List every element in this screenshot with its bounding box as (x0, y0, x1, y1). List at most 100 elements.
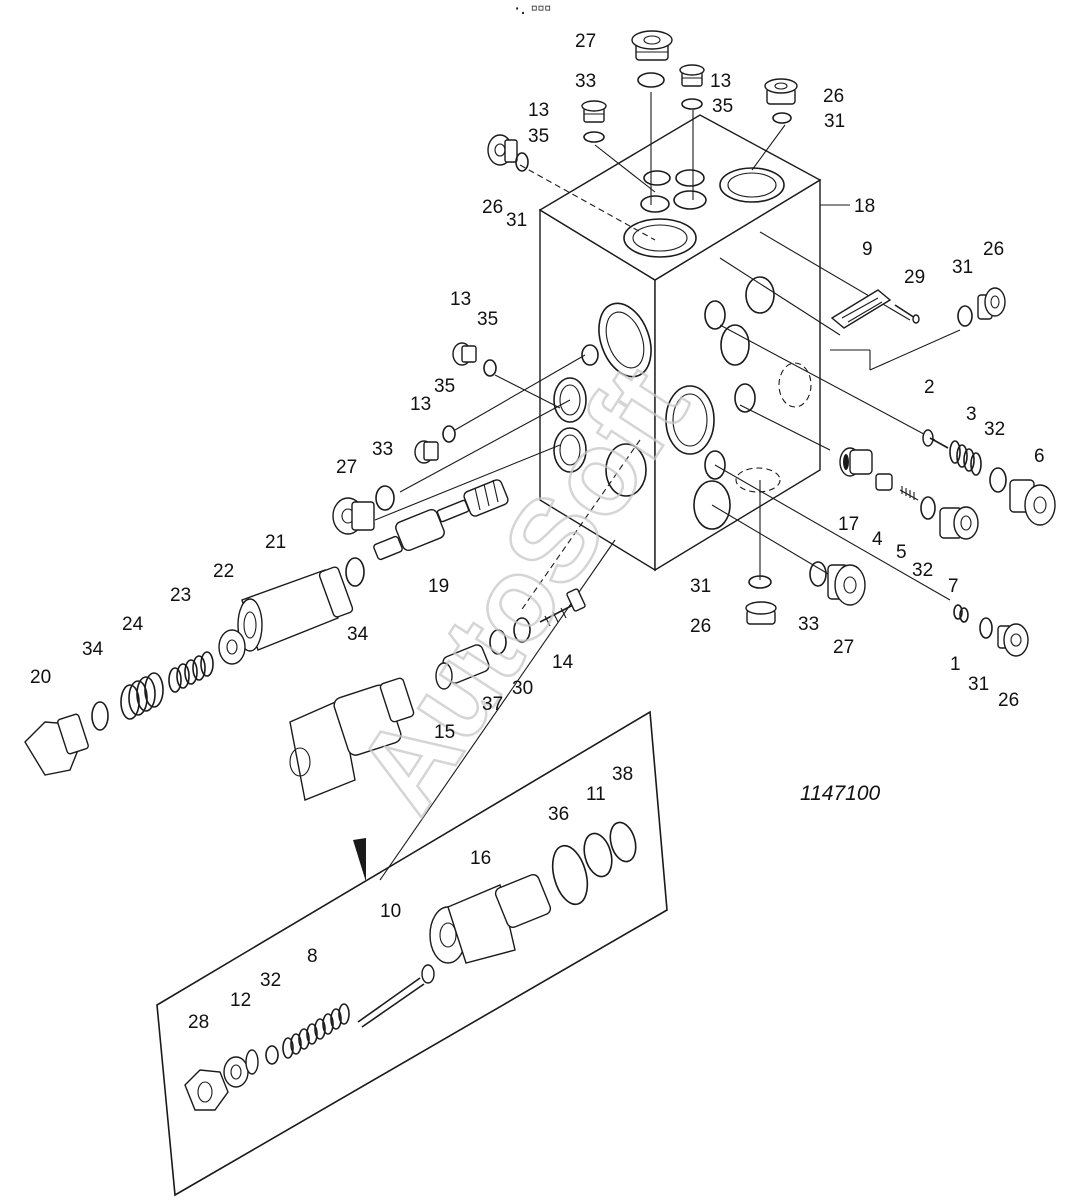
poppet-10 (357, 964, 435, 1028)
part-label-9: 9 (862, 239, 873, 260)
o-ring-34-right (345, 557, 365, 587)
o-ring-32-right (989, 467, 1007, 493)
screw-14 (539, 588, 586, 627)
plug-7 (939, 506, 979, 540)
lock-nut-28 (184, 1069, 229, 1111)
plug-26-low-right (997, 623, 1029, 657)
adjusting-screw-12 (223, 1049, 259, 1088)
o-ring-31-top (772, 112, 792, 124)
watermark-text: AutoSoft (331, 345, 713, 835)
o-ring-32-detail (265, 1045, 279, 1065)
zoom-pointer (353, 838, 366, 882)
part-label-34: 34 (347, 624, 369, 645)
part-label-27: 27 (336, 457, 357, 478)
spring-3 (949, 440, 982, 476)
part-label-33: 33 (372, 439, 393, 460)
o-ring-31-low-right (979, 617, 993, 639)
part-label-32: 32 (260, 970, 281, 991)
o-ring-35-mid (483, 359, 497, 377)
part-label-23: 23 (170, 585, 191, 606)
pin-2 (922, 429, 949, 449)
part-label-13: 13 (450, 289, 471, 310)
plug-26-bottom (745, 601, 777, 625)
spring-1 (953, 604, 969, 623)
plug-26-left (487, 134, 518, 166)
part-label-8: 8 (307, 946, 318, 967)
plug-26-top (764, 78, 798, 105)
part-label-1: 1 (950, 654, 961, 675)
part-label-35: 35 (434, 376, 455, 397)
plug-13-low (414, 440, 439, 464)
part-label-37: 37 (482, 694, 503, 715)
plug-13-top (679, 64, 705, 87)
part-label-31: 31 (506, 210, 527, 231)
o-ring-31-bottom (748, 575, 772, 589)
plug-6 (1009, 479, 1056, 526)
corner-mark: ·. ▫▫▫ (514, 0, 551, 19)
o-ring-34-left (91, 701, 109, 731)
seat-22 (218, 629, 246, 665)
plug-27-left (332, 497, 375, 535)
o-ring-31-left (515, 152, 529, 172)
part-label-32: 32 (912, 560, 933, 581)
part-label-2: 2 (924, 377, 935, 398)
plug-27-top (631, 30, 673, 61)
part-label-27: 27 (575, 31, 596, 52)
part-label-17: 17 (838, 514, 859, 535)
plug-13-mid (452, 342, 477, 366)
pin-29 (894, 304, 920, 324)
o-ring-37 (489, 629, 507, 655)
o-ring-35-left (583, 131, 605, 143)
seat-4 (875, 473, 893, 491)
part-label-14: 14 (552, 652, 574, 673)
valve-block-body (538, 114, 822, 572)
part-label-31: 31 (968, 674, 989, 695)
part-label-19: 19 (428, 576, 449, 597)
part-label-20: 20 (30, 667, 51, 688)
part-label-6: 6 (1034, 446, 1045, 467)
part-label-21: 21 (265, 532, 286, 553)
o-ring-33-top (637, 72, 665, 88)
poppet-15 (435, 644, 490, 690)
sleeve-16 (429, 874, 552, 964)
part-label-38: 38 (612, 764, 633, 785)
part-label-29: 29 (904, 267, 925, 288)
poppet-17 (839, 447, 873, 477)
plug-27-bottom (827, 564, 866, 606)
part-label-26: 26 (998, 690, 1019, 711)
part-label-33: 33 (798, 614, 819, 635)
spring-23 (168, 651, 214, 693)
o-ring-38 (609, 821, 637, 863)
part-label-22: 22 (213, 561, 234, 582)
part-label-31: 31 (690, 576, 711, 597)
part-label-18: 18 (854, 196, 875, 217)
plug-20 (24, 713, 89, 776)
part-label-35: 35 (712, 96, 733, 117)
part-label-12: 12 (230, 990, 251, 1011)
spring-24 (120, 672, 164, 720)
detail-frame (156, 710, 668, 1197)
part-label-11: 11 (586, 784, 606, 805)
part-label-3: 3 (966, 404, 977, 425)
part-label-26: 26 (823, 86, 844, 107)
plug-26-right (977, 287, 1006, 320)
o-ring-35-top (681, 98, 703, 110)
part-label-30: 30 (512, 678, 533, 699)
spring-8 (282, 1003, 350, 1059)
part-label-5: 5 (896, 542, 907, 563)
relief-valve-assembly-small (289, 677, 415, 801)
part-label-26: 26 (690, 616, 711, 637)
o-ring-33-bottom (809, 561, 827, 587)
part-label-26: 26 (482, 197, 503, 218)
o-ring-33-left (375, 485, 395, 511)
part-label-35: 35 (477, 309, 498, 330)
part-label-32: 32 (984, 419, 1005, 440)
part-label-35: 35 (528, 126, 549, 147)
backup-ring-11 (583, 832, 613, 878)
o-ring-32-mid (920, 496, 936, 520)
nameplate-9 (830, 289, 892, 329)
part-label-33: 33 (575, 71, 596, 92)
part-label-7: 7 (948, 576, 959, 597)
